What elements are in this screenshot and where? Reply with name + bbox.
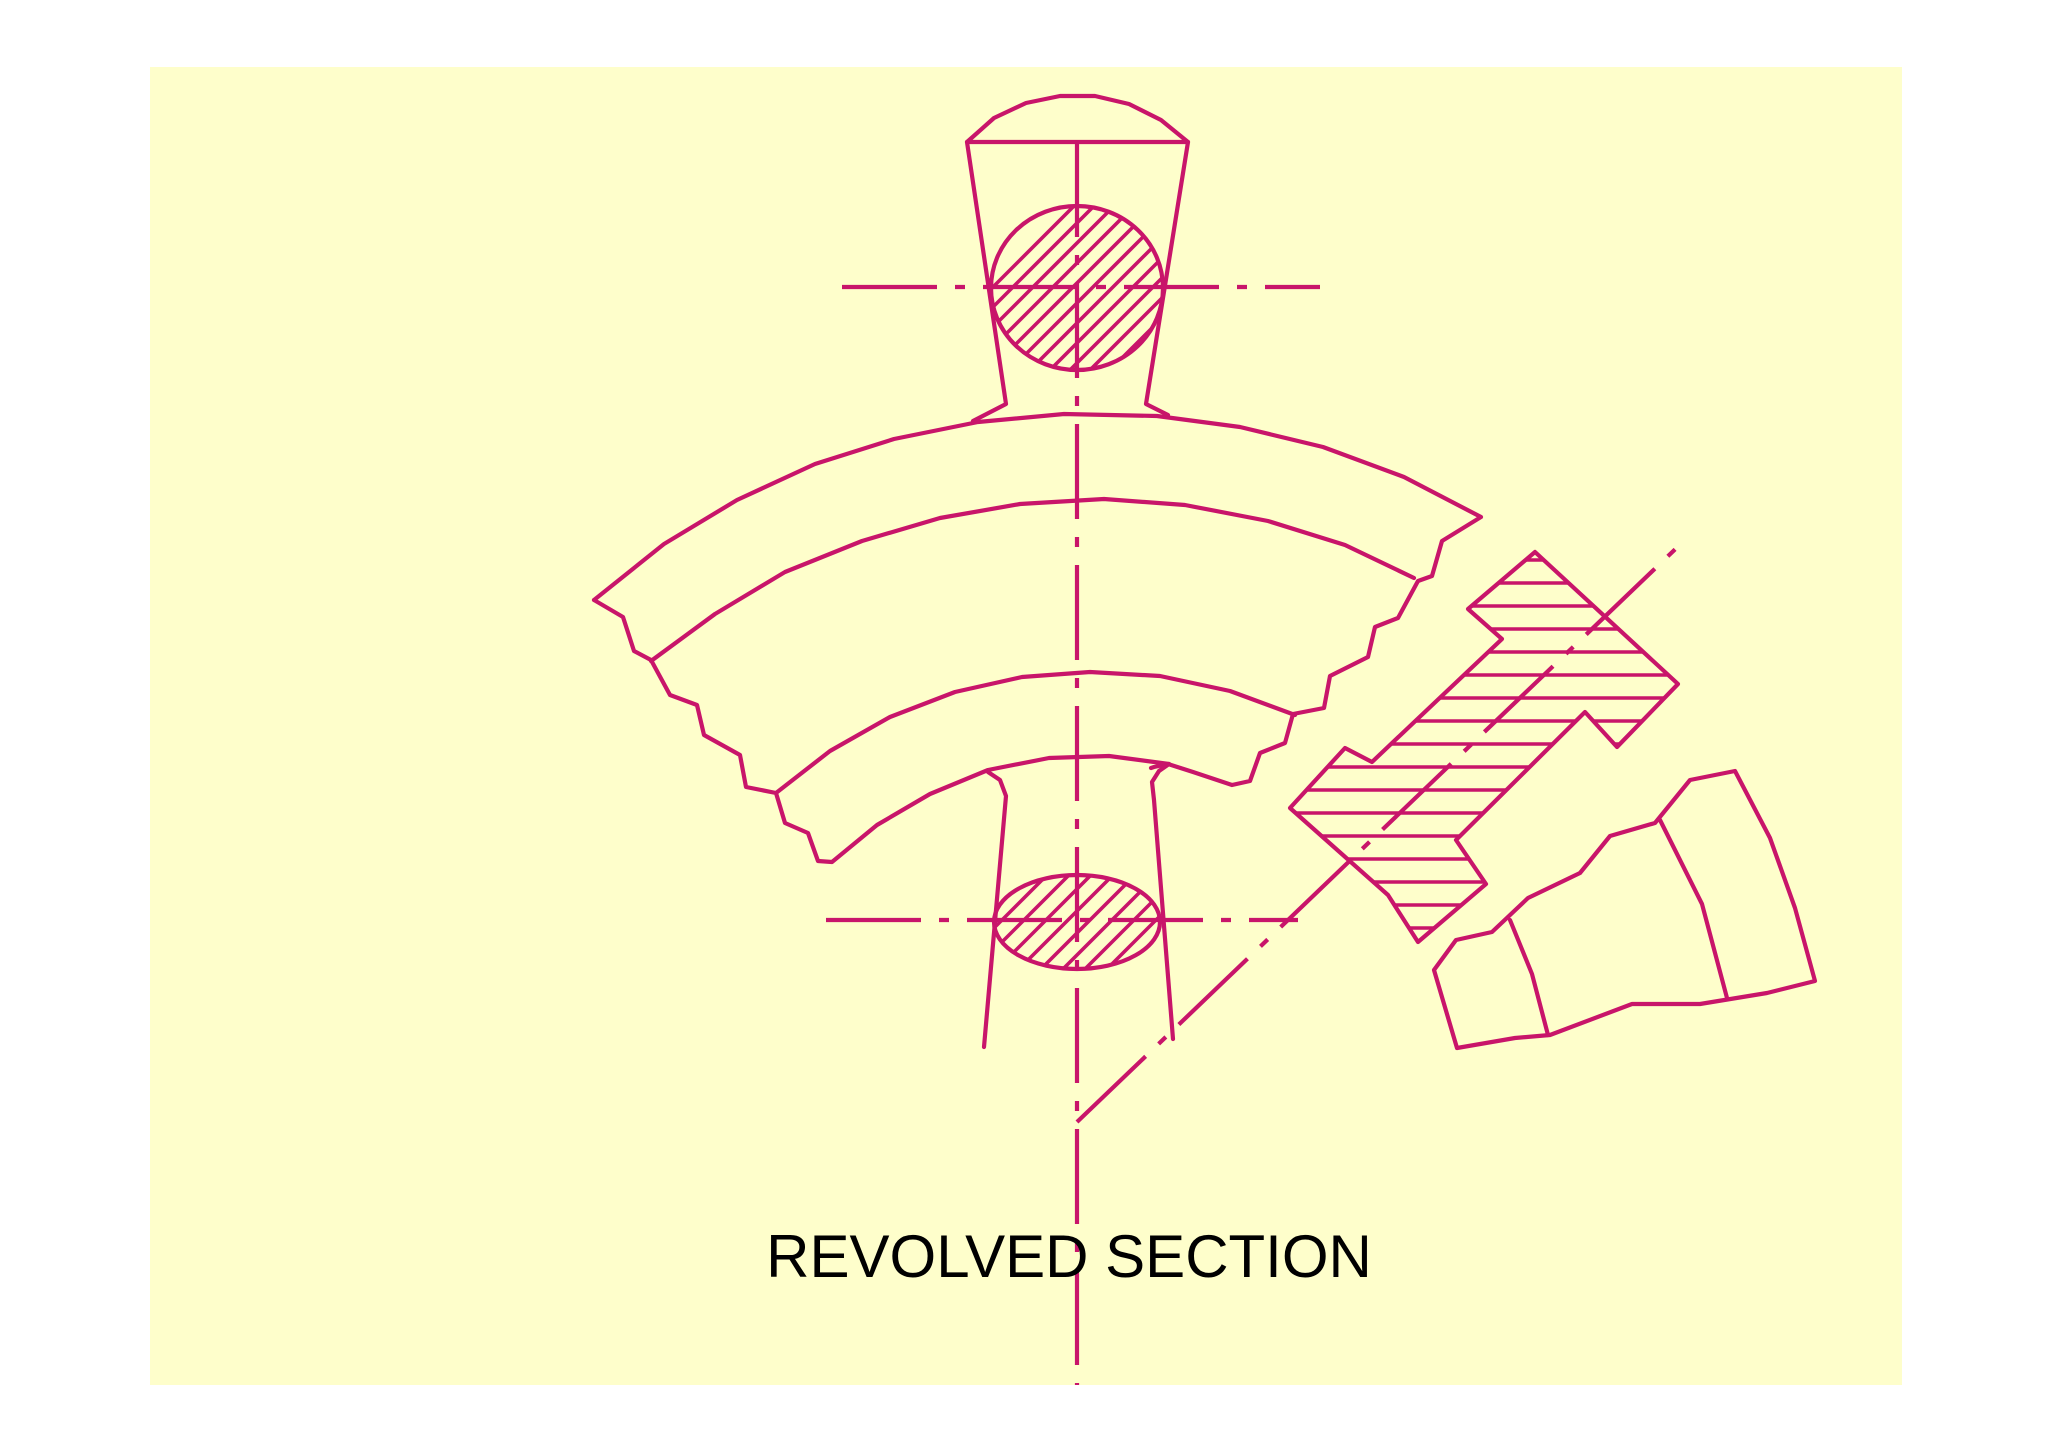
bottom-revolved-section: [991, 872, 1163, 972]
end-piece-inner-line-2: [1657, 817, 1730, 1001]
end-piece-inner-line-1: [1507, 917, 1551, 1038]
arm-groove-upper: [648, 496, 1417, 664]
arm-inner-edge: [591, 597, 1172, 865]
knob-stem: [964, 139, 1191, 424]
top-knob: [964, 93, 1191, 424]
curved-arm: [591, 411, 1484, 865]
stem-right-edge: [1149, 761, 1176, 1042]
center-lines: [826, 142, 1690, 1385]
end-piece-outline: [1431, 768, 1818, 1051]
arm-groove-lower: [773, 669, 1298, 796]
caption-title: REVOLVED SECTION: [766, 1223, 1372, 1290]
bottom-section-hatching: [994, 875, 1160, 969]
top-section-outline: [988, 203, 1166, 373]
diagonal-section-outline: [1287, 549, 1681, 945]
knob-cap: [964, 93, 1191, 145]
arm-outer-edge: [591, 411, 1484, 788]
bottom-section-outline: [991, 872, 1163, 972]
end-piece: [1431, 768, 1818, 1051]
